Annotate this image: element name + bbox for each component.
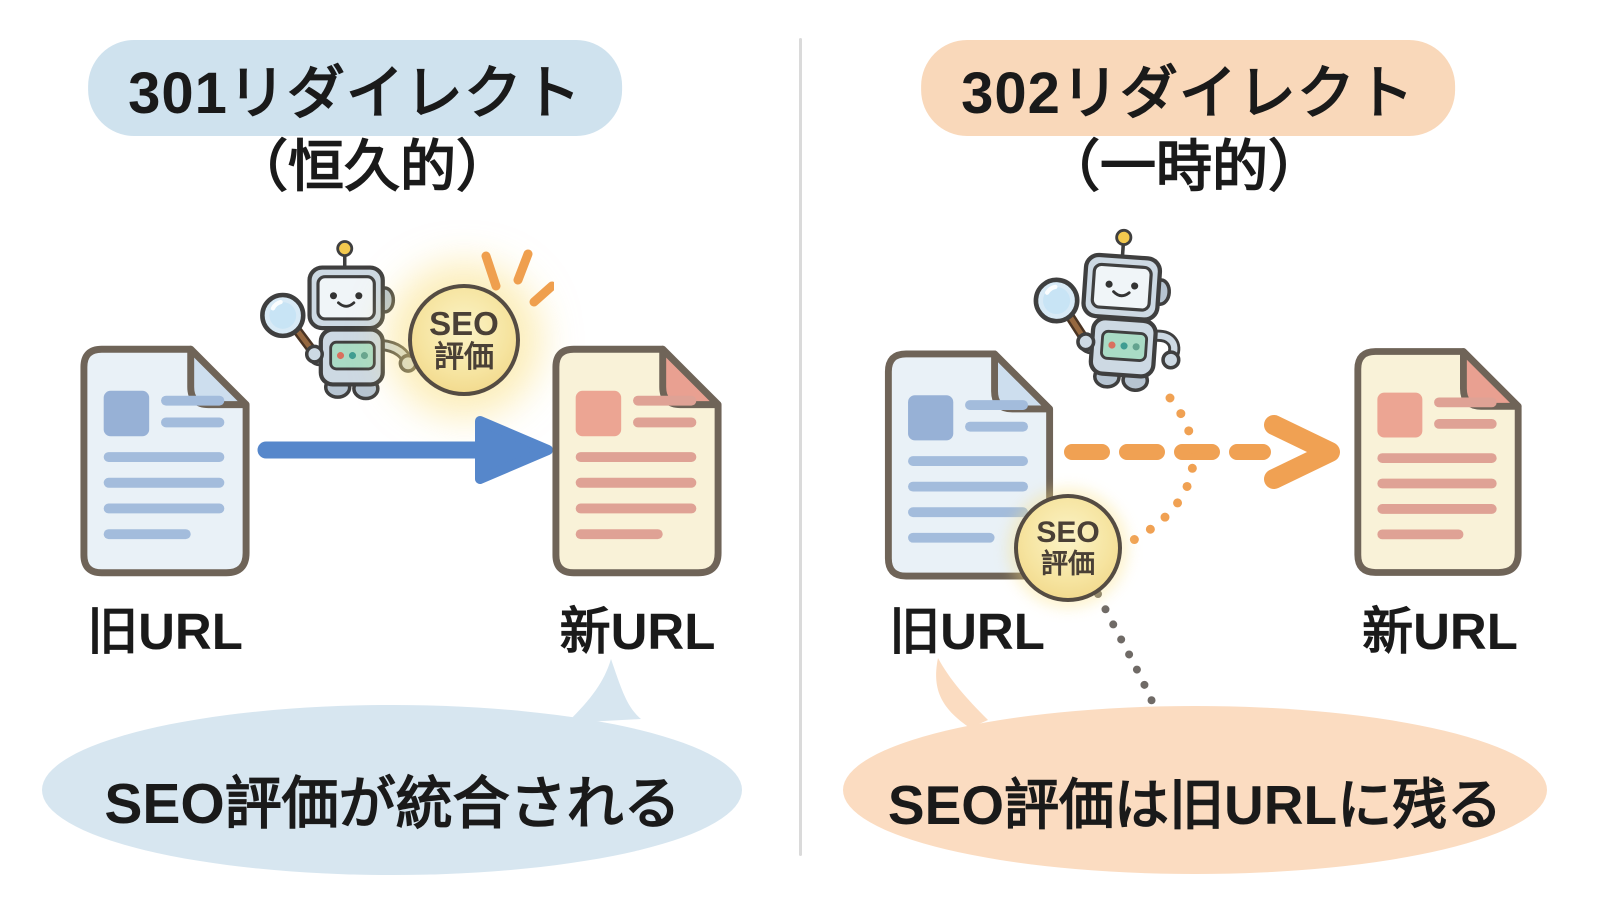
seo-badge-line1: SEO [1036, 516, 1100, 550]
seo-badge-line1: SEO [429, 304, 499, 342]
speech-bubble [35, 645, 750, 885]
sparkle-icon [480, 248, 557, 316]
panel-301-redirect: 301リダイレクト （恒久的） [35, 40, 750, 885]
redirect-arrow-dashed-icon [1058, 415, 1348, 489]
301-title: 301リダイレクト [128, 61, 582, 126]
old-url-label: 旧URL [889, 603, 1045, 660]
speech-bubble [838, 648, 1556, 886]
redirect-arrow-solid-icon [256, 415, 556, 485]
seo-badge-line2: 評価 [1041, 548, 1095, 579]
seo-value-badge: SEO 評価 [1014, 494, 1122, 602]
301-subtitle: （恒久的） [232, 135, 512, 198]
301-conclusion-text: SEO評価が統合される [104, 772, 681, 836]
robot-crawler-icon [1022, 220, 1199, 409]
302-conclusion-text: SEO評価は旧URLに残る [887, 774, 1503, 836]
seo-value-badge: SEO 評価 [408, 284, 520, 396]
302-title-pill: 302リダイレクト [921, 40, 1455, 136]
panel-divider [799, 38, 802, 856]
old-url-document-icon [76, 342, 254, 580]
new-url-document-icon [1350, 344, 1526, 580]
301-title-pill: 301リダイレクト [88, 40, 622, 136]
old-url-label: 旧URL [87, 603, 243, 660]
magnifier-icon [260, 292, 324, 364]
old-url-document-icon [880, 348, 1058, 582]
new-url-document-icon [548, 342, 726, 580]
new-url-label: 新URL [1362, 603, 1518, 660]
magnifier-icon [1033, 277, 1096, 352]
robot-crawler-icon [256, 238, 418, 414]
302-subtitle: （一時的） [1044, 135, 1324, 198]
panel-302-redirect: 302リダイレクト （一時的） [800, 0, 1600, 900]
302-title: 302リダイレクト [961, 61, 1415, 126]
new-url-label: 新URL [559, 603, 716, 660]
seo-badge-line2: 評価 [434, 340, 494, 374]
